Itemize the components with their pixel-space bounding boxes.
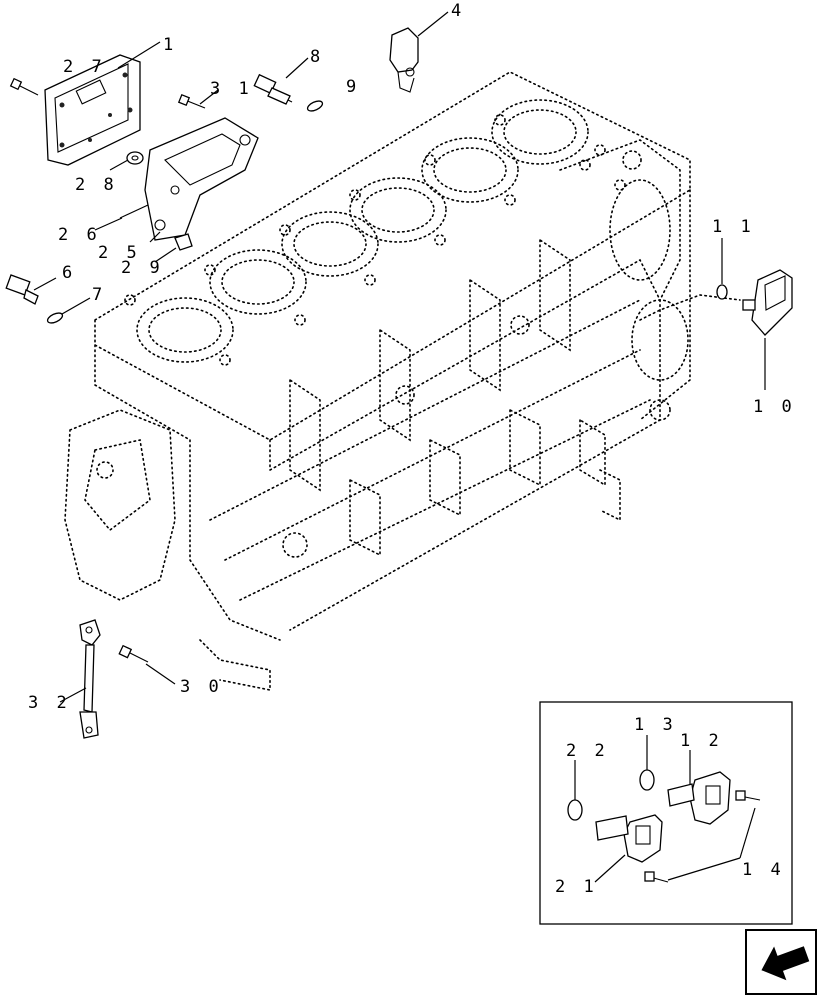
callout-27: 2 7 [63, 57, 106, 77]
callout-9: 9 [346, 77, 360, 97]
callout-8: 8 [310, 47, 324, 67]
callout-29: 2 9 [121, 258, 164, 278]
ground-strap-32-part [79, 619, 101, 739]
o-ring-9-part [306, 100, 324, 112]
callout-25: 2 5 [98, 243, 141, 263]
callout-26: 2 6 [58, 225, 101, 245]
plug-29-part [174, 233, 193, 251]
callout-11: 1 1 [712, 217, 755, 237]
leader-lines [33, 11, 766, 883]
callout-6: 6 [62, 263, 76, 283]
mounting-bracket-25-part [144, 117, 259, 241]
callout-7: 7 [92, 285, 106, 305]
sensor-10-part [742, 269, 793, 336]
callout-14: 1 4 [742, 860, 785, 880]
callout-30: 3 0 [180, 677, 223, 697]
crank-sensor-21-part [595, 814, 663, 863]
callout-labels: 1 2 7 3 1 8 9 4 2 8 2 6 2 5 2 9 6 7 1 1 … [28, 1, 796, 897]
callout-22: 2 2 [566, 741, 609, 761]
o-ring-13-part [639, 769, 655, 791]
back-arrow-icon[interactable] [745, 929, 817, 995]
bolt-31-part [177, 93, 206, 109]
o-ring-11-part [716, 284, 728, 300]
callout-32: 3 2 [28, 693, 71, 713]
callout-28: 2 8 [75, 175, 118, 195]
pressure-sensor-4-part [389, 27, 419, 93]
stud-26-part [119, 204, 149, 219]
bolt-27-part [9, 77, 39, 96]
ecu-module-part [44, 54, 141, 166]
callout-1: 1 [163, 35, 177, 55]
engine-block [64, 71, 741, 691]
callout-10: 1 0 [753, 397, 796, 417]
callout-4: 4 [451, 1, 465, 21]
washer-28-part [126, 151, 144, 165]
cam-sensor-12-part [667, 771, 731, 825]
detail-inset [539, 701, 793, 925]
callout-12: 1 2 [680, 731, 723, 751]
callout-31: 3 1 [210, 79, 253, 99]
callout-21: 2 1 [555, 877, 598, 897]
o-ring-7-part [46, 312, 64, 324]
o-ring-22-part [567, 799, 583, 821]
sensor-6-part [5, 274, 39, 305]
bolt-30-part [118, 644, 149, 663]
bolt-14-part [644, 790, 761, 883]
callout-13: 1 3 [634, 715, 677, 735]
temp-sensor-8-part [253, 73, 293, 105]
